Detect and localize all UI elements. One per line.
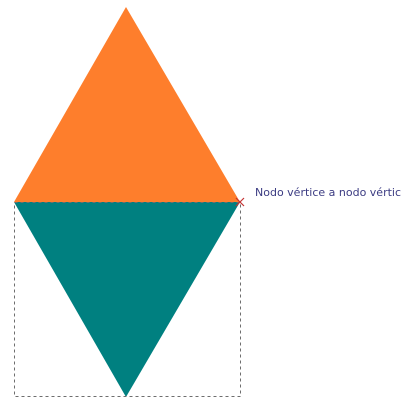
- teal-triangle-shape[interactable]: [14, 202, 240, 397]
- snap-tooltip-label: Nodo vértice a nodo vértice: [255, 186, 401, 199]
- orange-triangle-shape[interactable]: [14, 7, 240, 202]
- snap-indicator-icon: [235, 197, 245, 207]
